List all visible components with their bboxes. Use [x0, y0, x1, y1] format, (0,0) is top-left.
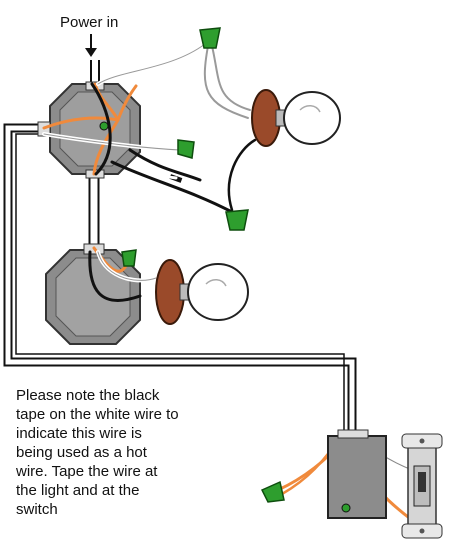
top-box-wires — [42, 42, 257, 214]
wire-nut-icon — [199, 27, 221, 49]
switch-box-icon — [327, 429, 387, 519]
ground-screw-icon — [99, 121, 109, 131]
note-line: switch — [16, 501, 58, 518]
wire-nut-icon — [260, 480, 285, 503]
power-in-label: Power in — [60, 14, 119, 31]
note-line: indicate this wire is — [16, 425, 142, 442]
power-arrow — [85, 34, 97, 57]
note-line: the light and at the — [16, 482, 140, 499]
top-junction-box-icon — [37, 81, 141, 179]
note-text: Please note the black tape on the white … — [16, 386, 316, 519]
wire-nut-icon — [121, 249, 137, 267]
light-bulb-icon — [251, 89, 341, 147]
note-line: Please note the black — [16, 387, 160, 404]
note-line: being used as a hot — [16, 444, 147, 461]
cable-runs — [3, 60, 357, 432]
wire-nut-icon — [225, 209, 249, 231]
wire-nut-icon — [177, 139, 195, 159]
note-line: wire. Tape the wire at — [16, 463, 158, 480]
switch-icon — [401, 433, 443, 539]
note-line: tape on the white wire to — [16, 406, 179, 423]
light-bulb-icon — [155, 259, 249, 325]
